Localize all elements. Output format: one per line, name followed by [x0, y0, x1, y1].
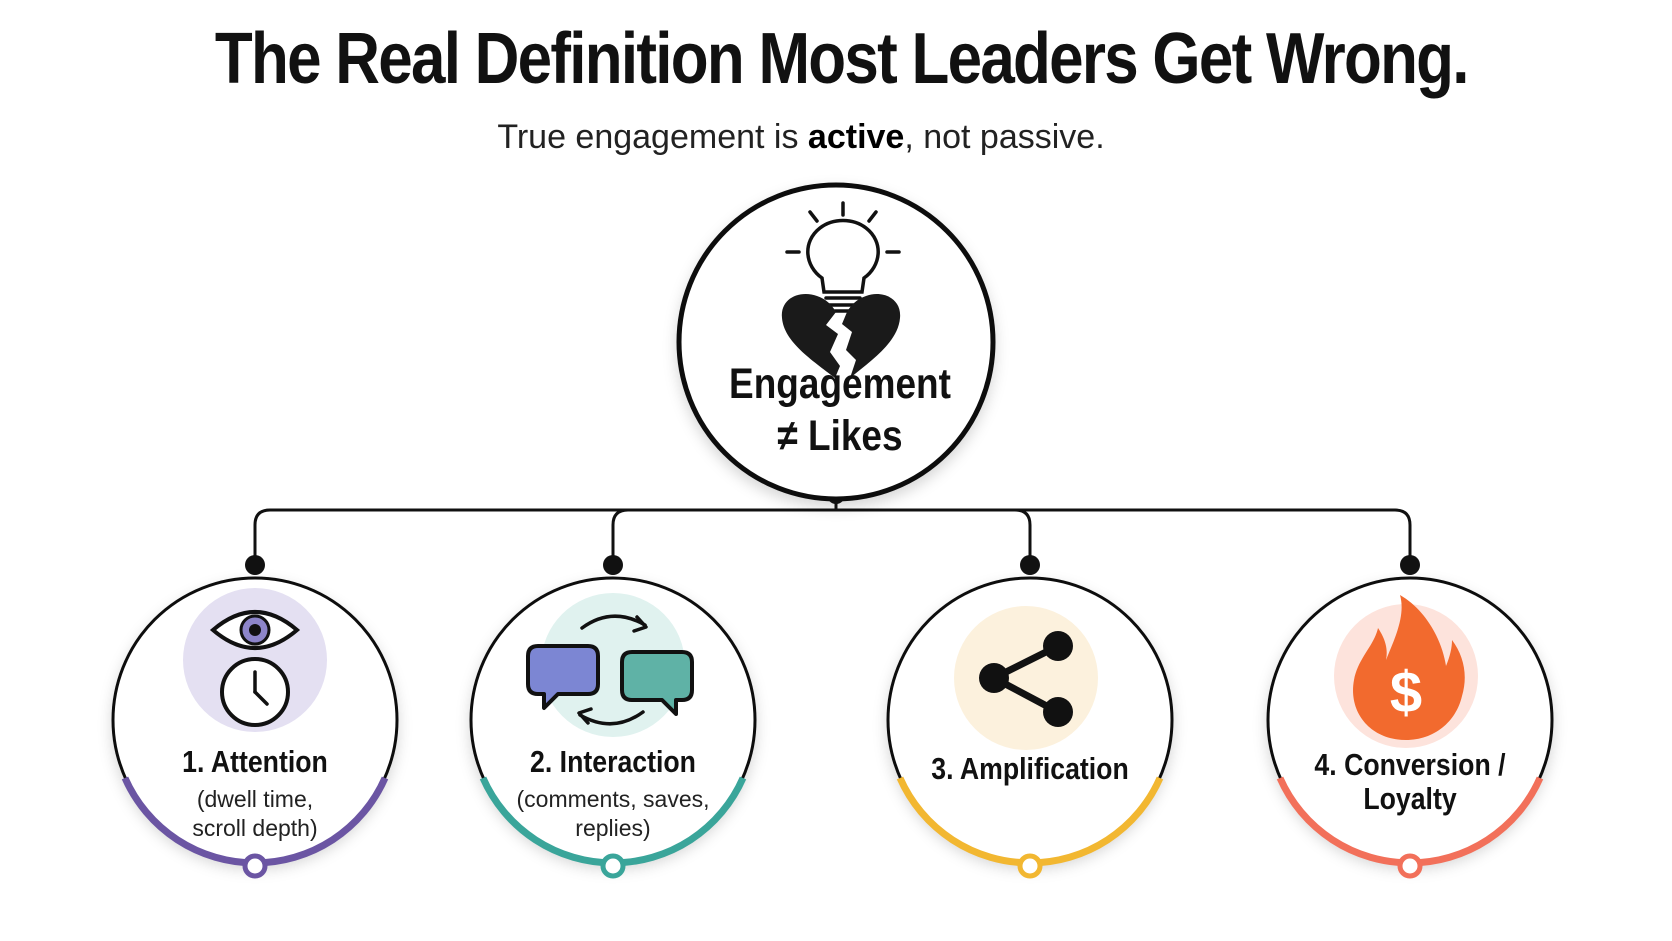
pillar-1-desc: (dwell time, scroll depth) — [135, 785, 375, 843]
dollar-flame-icon: $ — [1353, 595, 1465, 740]
pillar-1-desc-line1: (dwell time, — [196, 786, 314, 812]
pillar-3-icon-backdrop — [954, 606, 1098, 750]
pillar-2-desc: (comments, saves, replies) — [483, 785, 743, 843]
cycle-arrows-icon — [577, 614, 648, 726]
center-circle — [676, 182, 996, 502]
connector-node-4 — [1400, 555, 1420, 575]
subtitle-emphasis: active — [807, 118, 905, 156]
subtitle-text-start: True engagement is — [497, 118, 808, 156]
connector-tree — [253, 495, 1412, 565]
pillar-3-title: 3. Amplification — [931, 751, 1129, 786]
broken-heart-icon — [781, 294, 901, 378]
pillar-4-title-line2: Loyalty — [1363, 781, 1457, 816]
eye-icon — [209, 610, 301, 650]
connector-node-2 — [603, 555, 623, 575]
lightbulb-icon — [785, 201, 901, 313]
pillar-4-title-line1: 4. Conversion / — [1314, 747, 1506, 782]
pillar-1-endpoint — [242, 853, 268, 879]
pillar-2-desc-line2: replies) — [575, 815, 651, 841]
page-subtitle: True engagement is active, not passive. — [0, 118, 1637, 157]
pillar-4-title: 4. Conversion / Loyalty — [1290, 748, 1531, 816]
share-icon — [979, 631, 1073, 727]
pillar-3-endpoint — [1017, 853, 1043, 879]
svg-text:$: $ — [1390, 660, 1422, 725]
center-label-line1: Engagement — [729, 360, 951, 408]
page-title: The Real Definition Most Leaders Get Wro… — [214, 19, 1470, 99]
connector-node-1 — [245, 555, 265, 575]
pillar-4-endpoint — [1397, 853, 1423, 879]
pillar-2-endpoint — [600, 853, 626, 879]
pillar-2-desc-line1: (comments, saves, — [516, 786, 710, 812]
connector-node-3 — [1020, 555, 1040, 575]
clock-icon — [220, 657, 290, 727]
subtitle-text-end: , not passive. — [904, 118, 1105, 156]
pillar-card-3 — [886, 576, 1174, 879]
pillar-2-title: 2. Interaction — [530, 744, 696, 779]
chat-bubbles-icon — [526, 644, 694, 716]
pillar-1-title: 1. Attention — [182, 744, 328, 779]
center-label-line2: ≠ Likes — [777, 412, 903, 460]
pillar-1-desc-line2: scroll depth) — [192, 815, 318, 841]
center-label: Engagement ≠ Likes — [715, 358, 964, 462]
